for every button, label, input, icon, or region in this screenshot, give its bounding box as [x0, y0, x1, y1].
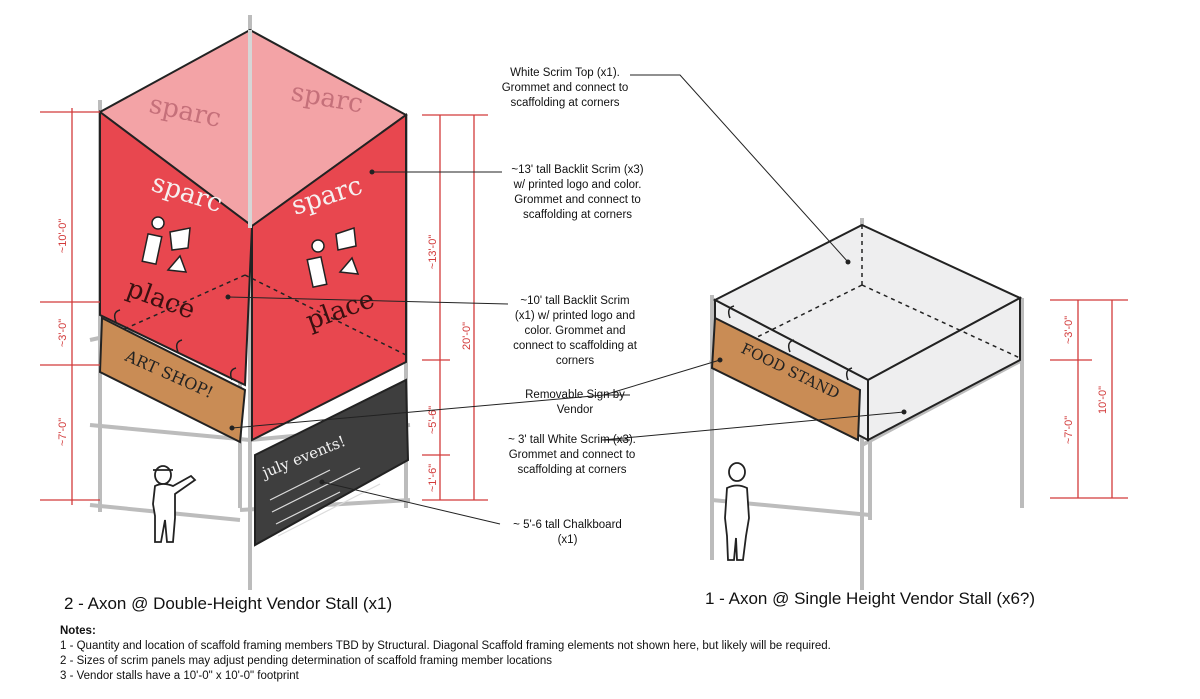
- double-stall-hidden-edges: [99, 274, 407, 356]
- callout-10ft-scrim: ~10' tall Backlit Scrim (x1) w/ printed …: [513, 295, 637, 367]
- dim-left-middle: ~3'-0": [57, 319, 69, 347]
- person-standing-icon: [724, 462, 750, 561]
- dim-left-lower: ~7'-0": [57, 418, 69, 446]
- caption-single-height: 1 - Axon @ Single Height Vendor Stall (x…: [705, 589, 1036, 608]
- food-sign-hooks: [727, 305, 853, 381]
- callout-chalkboard: ~ 5'-6 tall Chalkboard (x1): [513, 519, 622, 546]
- callout-13ft-scrim: ~13' tall Backlit Scrim (x3) w/ printed …: [511, 164, 644, 221]
- logo-i-shapes: [141, 216, 360, 289]
- dim-center-middle: ~5'-6": [427, 406, 439, 434]
- dim-center-upper: ~13'-0": [427, 235, 439, 270]
- sign-hooks: [113, 309, 237, 381]
- callout-leader-lines: [227, 74, 905, 525]
- center-dimension-lines: [422, 114, 488, 501]
- chalkboard: [254, 378, 410, 547]
- dim-center-overall: 20'-0": [461, 322, 473, 350]
- notes-block: Notes: 1 - Quantity and location of scaf…: [60, 624, 831, 684]
- dim-right-lower: ~7'-0": [1063, 416, 1075, 444]
- notes-title: Notes:: [60, 625, 96, 637]
- dim-right-upper: ~3'-0": [1063, 316, 1075, 344]
- caption-double-height: 2 - Axon @ Double-Height Vendor Stall (x…: [64, 594, 393, 613]
- dim-center-lower: ~1'-6": [427, 464, 439, 492]
- person-pointing-icon: [152, 465, 197, 543]
- chalkboard-scribbles: [269, 467, 381, 537]
- left-dimension-lines: [40, 108, 100, 505]
- dim-left-upper: ~10'-0": [57, 219, 69, 254]
- callout-removable-sign: Removable Sign by Vendor: [525, 389, 625, 416]
- note-item: 3 - Vendor stalls have a 10'-0" x 10'-0"…: [60, 670, 299, 682]
- single-height-stall: FOOD STAND: [709, 218, 1024, 590]
- right-dimension-lines: [1050, 299, 1128, 499]
- callout-white-scrim-top: White Scrim Top (x1). Grommet and connec…: [501, 67, 629, 109]
- double-height-stall: sparc sparc sparc sparc place place ART …: [89, 15, 411, 590]
- callout-leader-dots: [225, 169, 907, 485]
- art-shop-sign: [98, 316, 247, 444]
- food-stand-sign: [710, 316, 862, 442]
- note-item: 1 - Quantity and location of scaffold fr…: [60, 640, 831, 652]
- dim-right-overall: 10'-0": [1097, 386, 1109, 414]
- callout-white-scrim-3ft: ~ 3' tall White Scrim (x3). Grommet and …: [508, 434, 636, 476]
- note-item: 2 - Sizes of scrim panels may adjust pen…: [60, 655, 552, 667]
